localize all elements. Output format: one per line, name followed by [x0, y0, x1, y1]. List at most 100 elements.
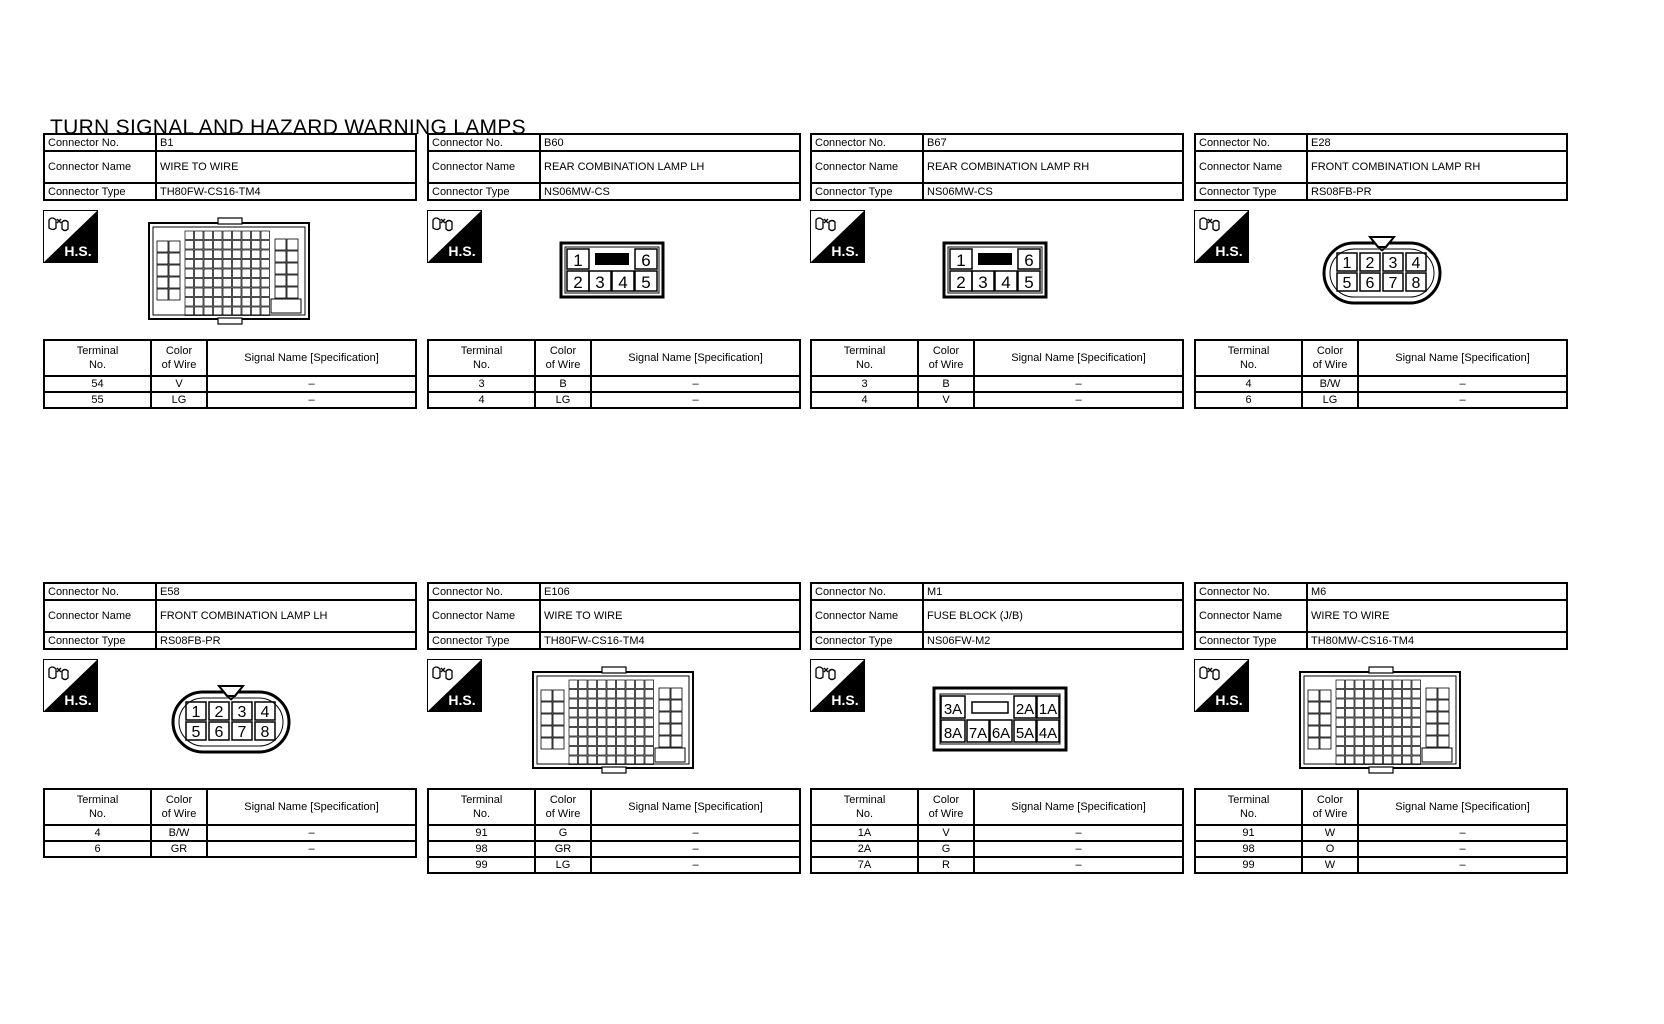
pin-label: 2	[956, 273, 965, 292]
connector-block: Connector No. M1 Connector Name FUSE BLO…	[810, 582, 1184, 874]
connector-block: Connector No. M6 Connector Name WIRE TO …	[1194, 582, 1568, 874]
signal-name: –	[590, 824, 801, 842]
connector-type-label: Connector Type	[810, 631, 924, 650]
table-row: 7A R –	[810, 856, 1184, 874]
connector-diagram	[1299, 666, 1461, 774]
wire-color: GR	[534, 840, 592, 858]
connector-name-label: Connector Name	[427, 599, 541, 633]
harness-side-icon: H.S.	[427, 659, 482, 712]
connector-no-value: M1	[922, 582, 1184, 601]
connector-header: Connector No. B1 Connector Name WIRE TO …	[43, 133, 417, 201]
terminal-no: 98	[427, 840, 536, 858]
pin-label: 4	[261, 704, 270, 721]
terminal-no: 1A	[810, 824, 919, 842]
connector-header: Connector No. B67 Connector Name REAR CO…	[810, 133, 1184, 201]
signal-name-header: Signal Name [Specification]	[590, 788, 801, 826]
terminal-no: 4	[810, 391, 919, 409]
pin-label: 1	[1343, 255, 1352, 272]
table-row: 6 GR –	[43, 840, 417, 858]
wire-color: B/W	[150, 824, 208, 842]
signal-name: –	[973, 375, 1184, 393]
connector-no-label: Connector No.	[427, 133, 541, 152]
pin-label: 4	[1001, 273, 1010, 292]
connector-name-value: FUSE BLOCK (J/B)	[922, 599, 1184, 633]
connector-no-label: Connector No.	[810, 582, 924, 601]
pin-label: 5	[1343, 275, 1352, 292]
pin-label: 2	[1366, 255, 1375, 272]
signal-name-header: Signal Name [Specification]	[206, 788, 417, 826]
svg-text:H.S.: H.S.	[831, 692, 858, 708]
connector-diagram	[148, 217, 310, 325]
table-row: 3 B –	[810, 375, 1184, 393]
harness-side-icon: H.S.	[427, 210, 482, 263]
svg-text:H.S.: H.S.	[64, 243, 91, 259]
connector-diagram	[532, 666, 694, 774]
signal-name: –	[1357, 391, 1568, 409]
connector-type-label: Connector Type	[1194, 182, 1308, 201]
signal-name: –	[973, 824, 1184, 842]
pin-label: 6A	[992, 725, 1010, 742]
harness-side-icon: H.S.	[43, 659, 98, 712]
pin-label: 3	[978, 273, 987, 292]
signal-name: –	[590, 840, 801, 858]
connector-type-label: Connector Type	[43, 182, 157, 201]
table-row: 99 LG –	[427, 856, 801, 874]
table-row: 98 O –	[1194, 840, 1568, 858]
connector-block: Connector No. E106 Connector Name WIRE T…	[427, 582, 801, 874]
pin-label: 3	[1389, 255, 1398, 272]
table-row: 4 B/W –	[1194, 375, 1568, 393]
signal-name: –	[206, 391, 417, 409]
terminal-no: 4	[1194, 375, 1303, 393]
harness-side-icon: H.S.	[810, 659, 865, 712]
terminal-no: 99	[1194, 856, 1303, 874]
table-row: 6 LG –	[1194, 391, 1568, 409]
connector-name-value: REAR COMBINATION LAMP LH	[539, 150, 801, 184]
pin-label: 3A	[944, 701, 962, 718]
table-row: 99 W –	[1194, 856, 1568, 874]
pin-label: 1	[956, 251, 965, 270]
harness-side-icon: H.S.	[1194, 210, 1249, 263]
table-row: 4 B/W –	[43, 824, 417, 842]
signal-name: –	[590, 856, 801, 874]
connector-block: Connector No. B67 Connector Name REAR CO…	[810, 133, 1184, 419]
connector-no-label: Connector No.	[43, 582, 157, 601]
connector-header: Connector No. M6 Connector Name WIRE TO …	[1194, 582, 1568, 650]
table-row: 54 V –	[43, 375, 417, 393]
wire-color: V	[917, 824, 975, 842]
terminal-no: 3	[810, 375, 919, 393]
pin-label: 3	[238, 704, 247, 721]
terminal-no: 54	[43, 375, 152, 393]
connector-diagram: 1 6 2 3 4 5	[942, 241, 1048, 299]
table-row: 98 GR –	[427, 840, 801, 858]
connector-name-value: WIRE TO WIRE	[539, 599, 801, 633]
connector-diagram: 1 6 2 3 4 5	[559, 241, 665, 299]
harness-side-icon: H.S.	[810, 210, 865, 263]
table-row: 2A G –	[810, 840, 1184, 858]
connector-block: Connector No. B1 Connector Name WIRE TO …	[43, 133, 417, 419]
terminal-no: 91	[1194, 824, 1303, 842]
connector-type-label: Connector Type	[810, 182, 924, 201]
connector-header: Connector No. E28 Connector Name FRONT C…	[1194, 133, 1568, 201]
svg-text:H.S.: H.S.	[448, 243, 475, 259]
wire-color: G	[534, 824, 592, 842]
pin-label: 4	[1412, 255, 1421, 272]
wire-color: LG	[534, 856, 592, 874]
signal-name: –	[973, 840, 1184, 858]
terminal-no: 55	[43, 391, 152, 409]
connector-type-value: RS08FB-PR	[155, 631, 417, 650]
connector-type-value: TH80MW-CS16-TM4	[1306, 631, 1568, 650]
pin-label: 5	[192, 724, 201, 741]
connector-name-label: Connector Name	[1194, 150, 1308, 184]
table-row: 91 G –	[427, 824, 801, 842]
pin-label: 1A	[1039, 701, 1057, 718]
